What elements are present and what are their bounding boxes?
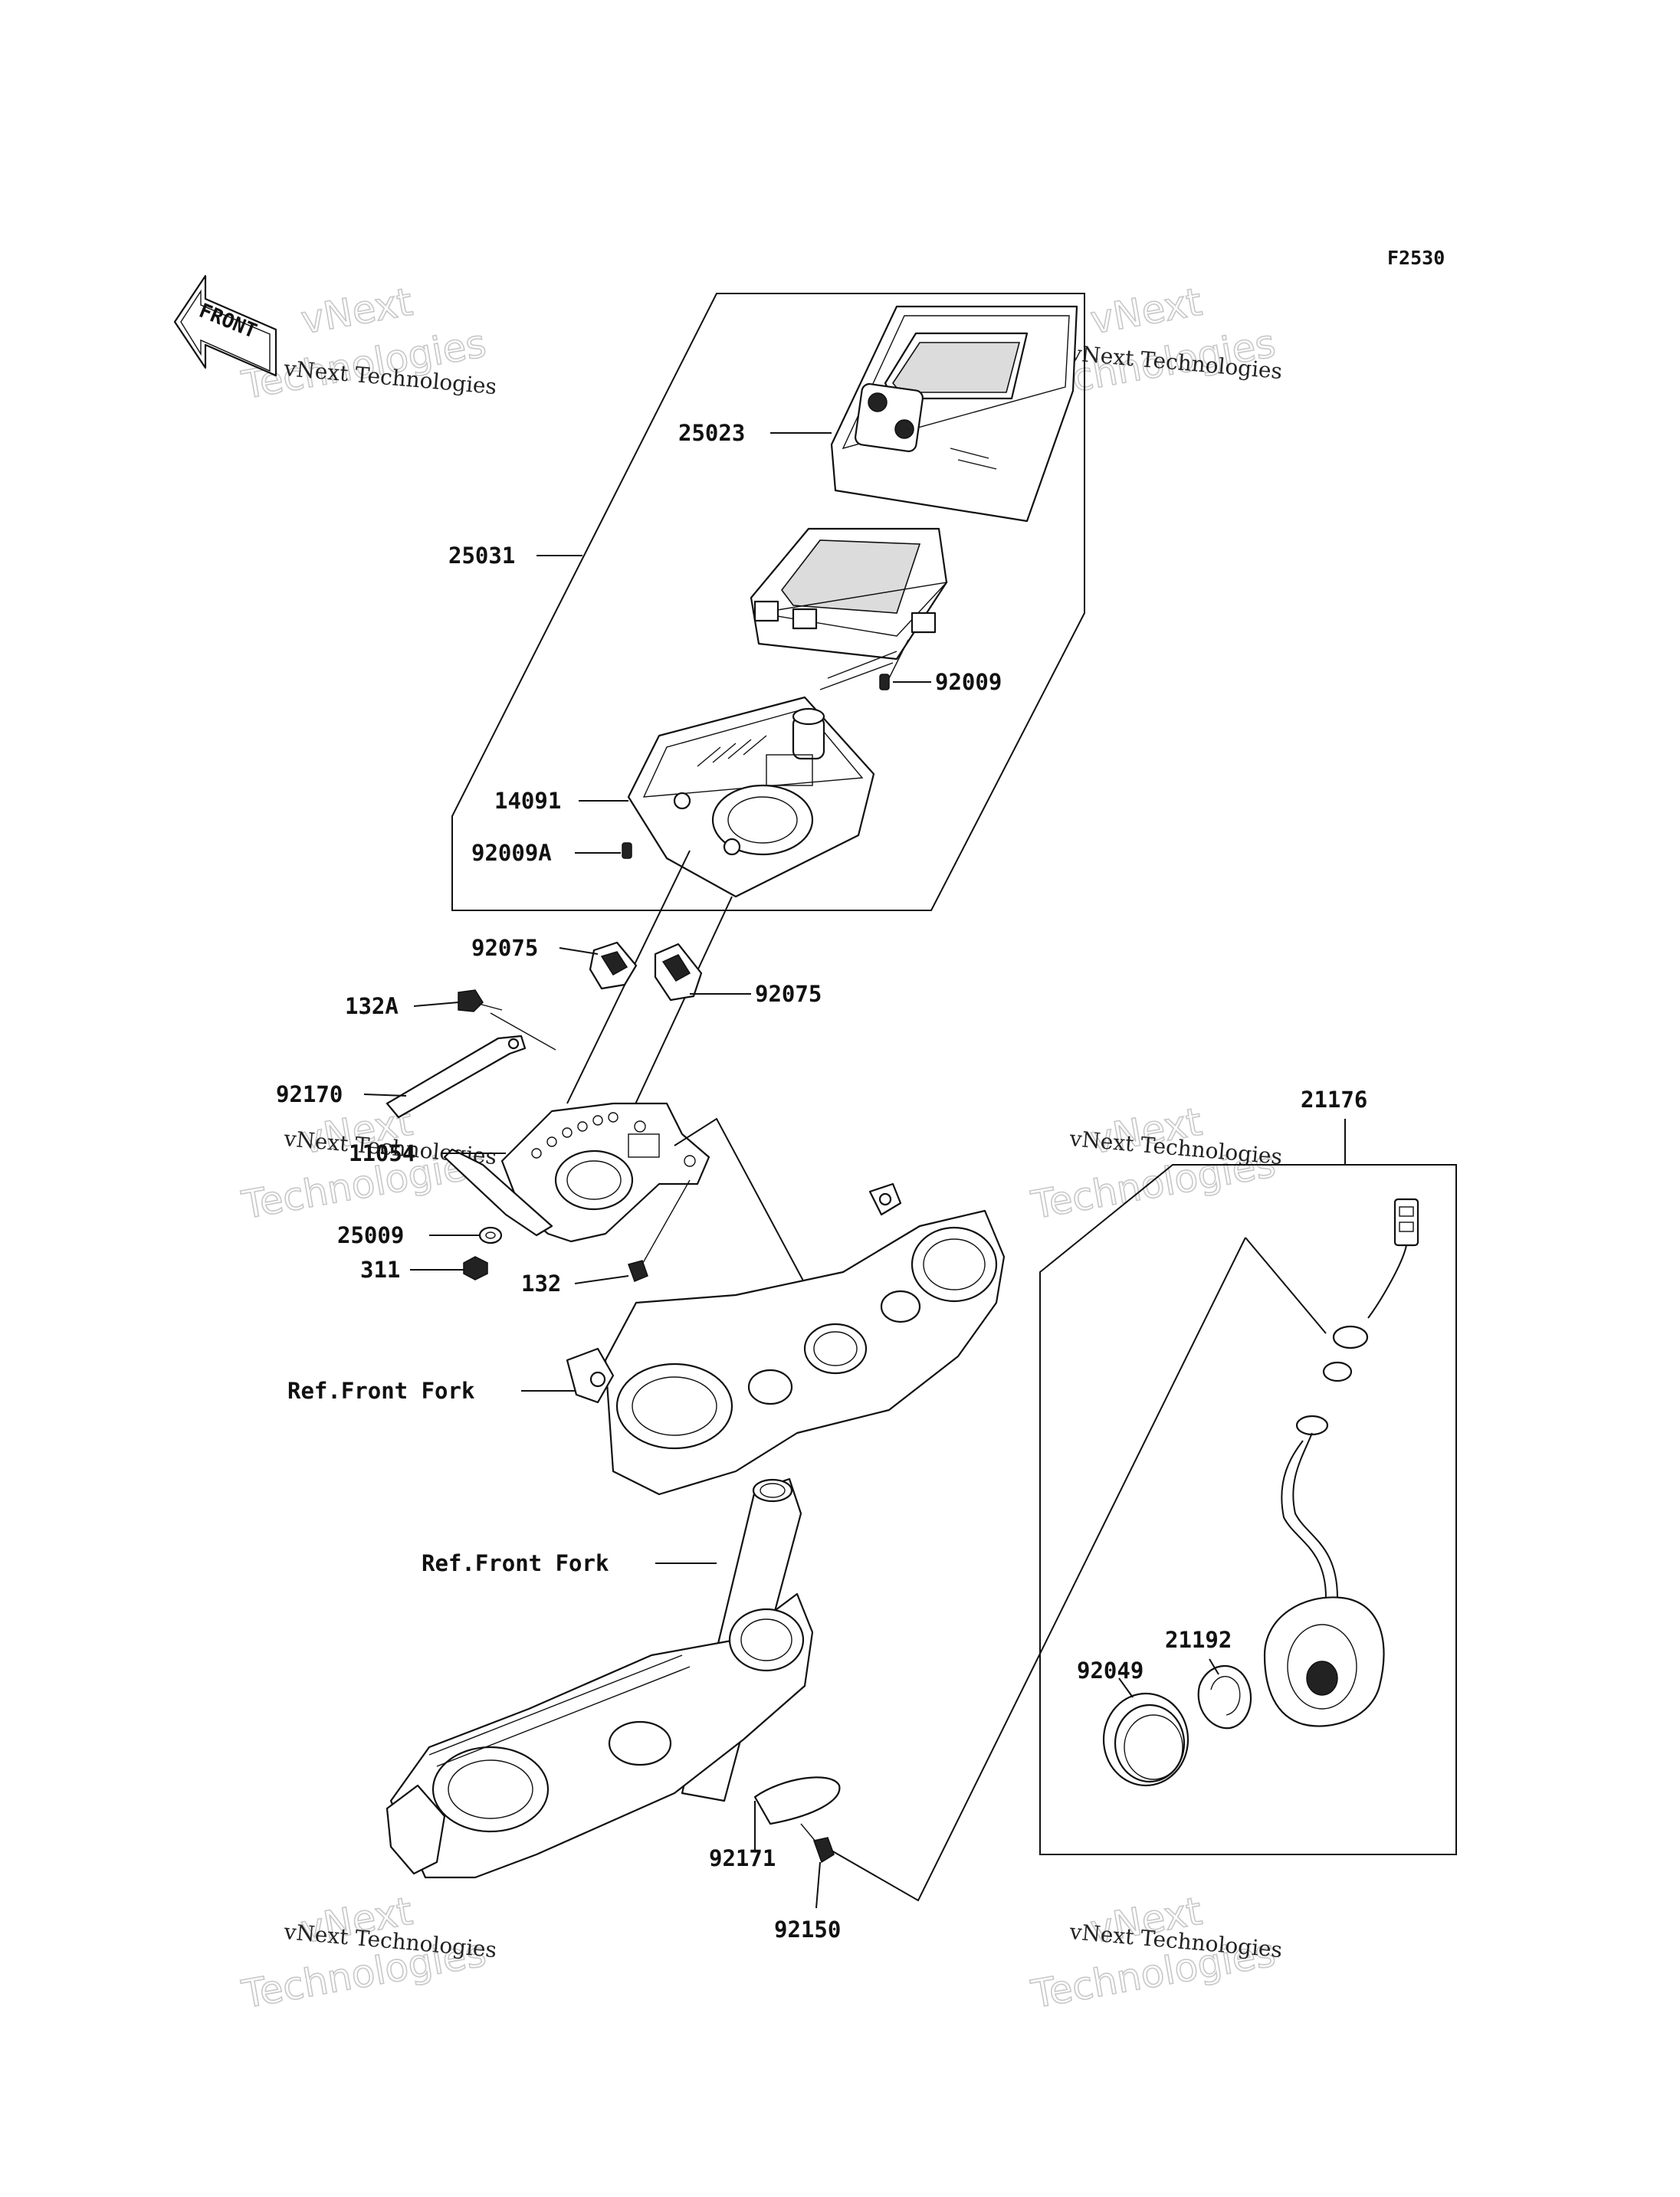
meter-case-14091 (627, 696, 875, 898)
leader-92150 (815, 1861, 821, 1909)
svg-text:vNext: vNext (297, 280, 415, 343)
label-92009A: 92009A (471, 840, 552, 866)
washer-25009 (478, 1226, 503, 1244)
leader-bracket-to-clamp (674, 1117, 806, 1284)
sensor-assembly-outline (1039, 1164, 1457, 1855)
leader-132 (574, 1275, 629, 1284)
leader-92049 (1118, 1677, 1134, 1698)
screw-92009 (879, 639, 909, 690)
label-25023: 25023 (678, 420, 745, 446)
label-11054: 11054 (349, 1140, 415, 1166)
label-ref-front-fork-upper: Ref.Front Fork (287, 1378, 474, 1404)
meter-assembly-outline (451, 293, 1085, 911)
leader-92075-left (559, 947, 599, 955)
label-21192: 21192 (1165, 1627, 1232, 1653)
label-ref-front-fork-lower: Ref.Front Fork (422, 1550, 609, 1576)
label-92049: 92049 (1077, 1658, 1144, 1684)
label-132: 132 (521, 1271, 561, 1297)
bolt-132A (458, 989, 556, 1051)
clamp-92171 (753, 1776, 841, 1825)
leader-92170 (363, 1094, 407, 1097)
bolt-92150 (800, 1823, 835, 1864)
label-14091: 14091 (494, 788, 561, 814)
bracket-11054 (443, 1102, 710, 1243)
meter-cover-25023 (830, 305, 1078, 523)
diagram-code: F2530 (1387, 247, 1445, 269)
leader-21192 (1209, 1658, 1219, 1675)
upper-triple-clamp (566, 1182, 1006, 1496)
label-92009: 92009 (935, 669, 1002, 695)
leader-132A (413, 1002, 459, 1007)
label-25031: 25031 (448, 543, 515, 569)
label-92170: 92170 (276, 1081, 343, 1107)
damper-92075-right (654, 943, 703, 1002)
speed-sensor-21176 (1263, 1198, 1419, 1727)
seal-92049 (1102, 1692, 1189, 1787)
label-311: 311 (360, 1257, 400, 1283)
steering-stem-lower-clamp (386, 1477, 814, 1879)
bolt-132 (628, 1179, 691, 1282)
label-92171: 92171 (709, 1845, 776, 1871)
leader-case-to-bracket-right (628, 896, 733, 1120)
leader-sensor-connector (1245, 1237, 1327, 1334)
nut-311 (463, 1256, 488, 1280)
label-92075-right: 92075 (755, 981, 822, 1007)
screw-92009A (622, 842, 632, 859)
label-92150: 92150 (774, 1917, 841, 1943)
svg-text:vNext: vNext (1087, 280, 1205, 343)
ring-21192 (1197, 1664, 1252, 1730)
stay-92170 (386, 1035, 527, 1119)
damper-92075-left (589, 941, 638, 990)
label-21176: 21176 (1301, 1087, 1367, 1113)
leader-clamp-to-sensor (831, 1237, 1246, 1902)
label-25009: 25009 (337, 1222, 404, 1248)
label-132A: 132A (345, 993, 399, 1019)
front-arrow-icon: FRONT (173, 274, 277, 377)
label-92075-left: 92075 (471, 935, 538, 961)
meter-unit (750, 527, 948, 690)
